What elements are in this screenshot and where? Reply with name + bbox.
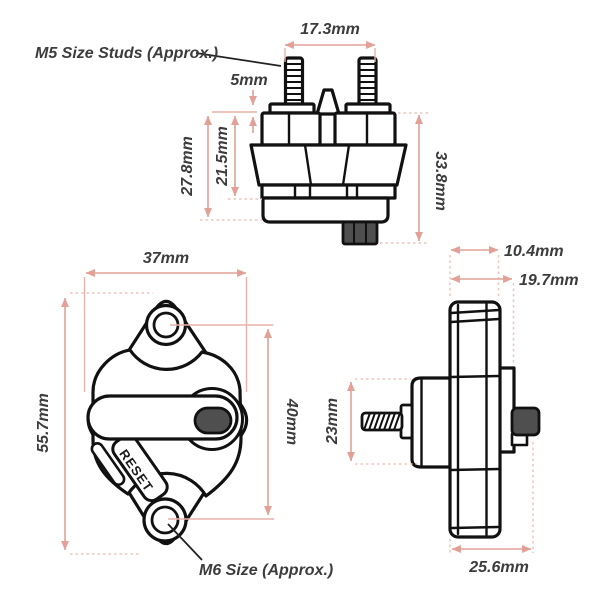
stud-right-threads xyxy=(359,63,376,101)
dim-overall-depth: 25.6mm xyxy=(449,442,534,576)
nut-block-left xyxy=(260,111,322,147)
dim-side-body-height: 23mm xyxy=(324,378,417,465)
dim-stud-step: 5mm xyxy=(212,72,268,133)
m5-stud-label: M5 Size Studs (Approx.) xyxy=(35,45,218,62)
m6-hole-callout: M6 Size (Approx.) xyxy=(167,523,333,579)
dim-flange-depth-text: 10.4mm xyxy=(504,243,564,260)
base-plate xyxy=(261,196,390,224)
body-taper xyxy=(249,143,408,187)
trip-lever-button xyxy=(193,406,233,435)
dim-inner-body-height: 21.5mm xyxy=(214,115,262,200)
front-elevation-view: 17.3mm 5mm 21.5mm 27.8mm 33.8mm M5 Size … xyxy=(35,21,449,246)
dim-front-depth: 19.7mm xyxy=(450,272,579,365)
dim-inner-body-height-text: 21.5mm xyxy=(214,126,231,187)
dim-upper-body-height: 27.8mm xyxy=(179,115,262,221)
body-collar xyxy=(260,183,397,200)
stud-right xyxy=(357,56,378,108)
dim-stud-spacing: 17.3mm xyxy=(284,21,376,62)
dim-flange-depth: 10.4mm xyxy=(449,243,564,299)
dim-hole-spacing: 40mm xyxy=(168,324,300,520)
stud-left xyxy=(283,56,305,108)
dim-stud-step-text: 5mm xyxy=(230,72,267,89)
dim-face-height: 55.7mm xyxy=(35,292,153,555)
m5-stud-callout: M5 Size Studs (Approx.) xyxy=(35,45,282,67)
face-view: RESET 37mm 55.7mm 40 xyxy=(35,250,333,579)
dim-overall-height: 33.8mm xyxy=(380,112,449,244)
nut-block-right xyxy=(333,111,397,147)
dim-upper-body-height-text: 27.8mm xyxy=(179,136,196,197)
dim-overall-height-text: 33.8mm xyxy=(432,151,449,211)
side-reset-button xyxy=(510,406,541,437)
side-view: 10.4mm 19.7mm 23mm 25.6mm xyxy=(324,243,579,576)
reset-button-bottom xyxy=(341,220,379,246)
dim-face-height-text: 55.7mm xyxy=(35,393,52,453)
stud-left-threads xyxy=(285,63,303,101)
m6-hole-label: M6 Size (Approx.) xyxy=(199,562,333,579)
side-stud xyxy=(360,411,404,432)
dim-front-depth-text: 19.7mm xyxy=(519,272,579,289)
dim-hole-spacing-text: 40mm xyxy=(283,398,300,445)
dim-face-width-text: 37mm xyxy=(143,250,189,267)
side-flange xyxy=(448,300,502,539)
side-stud-threads xyxy=(363,413,401,430)
dim-face-width: 37mm xyxy=(83,250,248,392)
mount-hole-bottom xyxy=(142,497,188,543)
dim-stud-spacing-text: 17.3mm xyxy=(300,21,360,38)
dim-overall-depth-text: 25.6mm xyxy=(468,559,529,576)
dim-side-body-height-text: 23mm xyxy=(324,398,341,445)
side-body xyxy=(410,376,452,469)
reset-side-pill xyxy=(90,442,126,486)
center-tab xyxy=(315,88,341,116)
